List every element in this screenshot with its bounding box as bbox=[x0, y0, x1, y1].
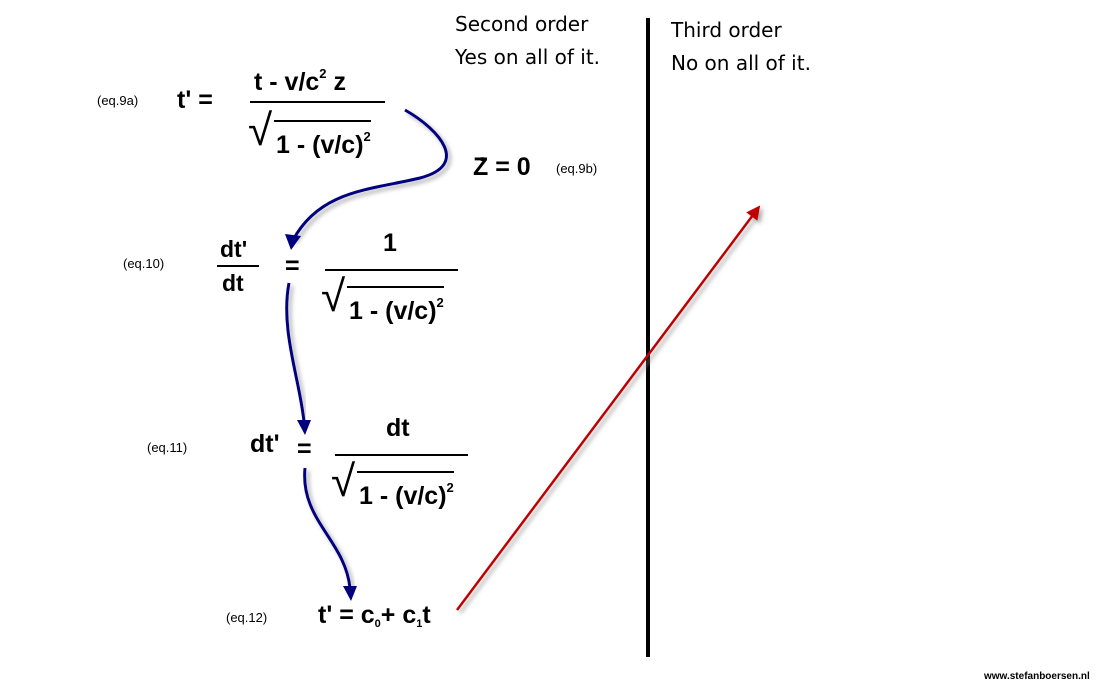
eq11-equals: = bbox=[297, 435, 312, 463]
watermark: www.stefanboersen.nl bbox=[984, 671, 1090, 682]
eq11-lhs: dt' bbox=[250, 430, 280, 458]
eq9b-label: (eq.9b) bbox=[556, 161, 598, 176]
flow-arrow-10-to-11 bbox=[285, 282, 306, 423]
fraction-bar bbox=[325, 269, 458, 271]
fraction-bar bbox=[335, 454, 468, 456]
third-order-text: No on all of it. bbox=[671, 51, 811, 75]
arrowhead-icon bbox=[297, 420, 311, 435]
third-order-title: Third order bbox=[671, 18, 782, 42]
eq10-lhs-denominator: dt bbox=[222, 270, 244, 296]
eq11-numerator: dt bbox=[386, 414, 410, 442]
red-jump-arrow bbox=[455, 205, 761, 611]
flow-arrow-9-to-10 bbox=[291, 108, 448, 241]
eq11-label: (eq.11) bbox=[147, 440, 188, 455]
eq9a-denominator: √1 - (v/c)2 bbox=[248, 106, 371, 159]
eq9a-lhs: t' = bbox=[177, 86, 213, 114]
eq12-label: (eq.12) bbox=[226, 610, 268, 625]
eq10-denominator: √1 - (v/c)2 bbox=[321, 272, 444, 325]
eq11-denominator: √1 - (v/c)2 bbox=[331, 457, 454, 510]
eq10-numerator: 1 bbox=[383, 229, 397, 257]
fraction-bar bbox=[217, 265, 259, 267]
arrowhead-icon bbox=[343, 586, 357, 601]
eq10-equals: = bbox=[285, 252, 300, 280]
eq12-expression: t' = c0+ c1t bbox=[318, 601, 431, 630]
fraction-bar bbox=[250, 101, 385, 103]
second-order-title: Second order bbox=[455, 12, 589, 36]
eq9a-numerator: t - v/c2 z bbox=[254, 66, 346, 96]
eq9b-expression: Z. = 0 bbox=[473, 139, 531, 181]
eq10-label: (eq.10) bbox=[123, 256, 165, 271]
eq9a-label: (eq.9a) bbox=[97, 93, 139, 108]
second-order-text: Yes on all of it. bbox=[455, 45, 601, 69]
flow-arrow-11-to-12 bbox=[303, 467, 352, 589]
arrowhead-icon bbox=[285, 234, 301, 250]
eq10-lhs-numerator: dt' bbox=[220, 236, 248, 262]
